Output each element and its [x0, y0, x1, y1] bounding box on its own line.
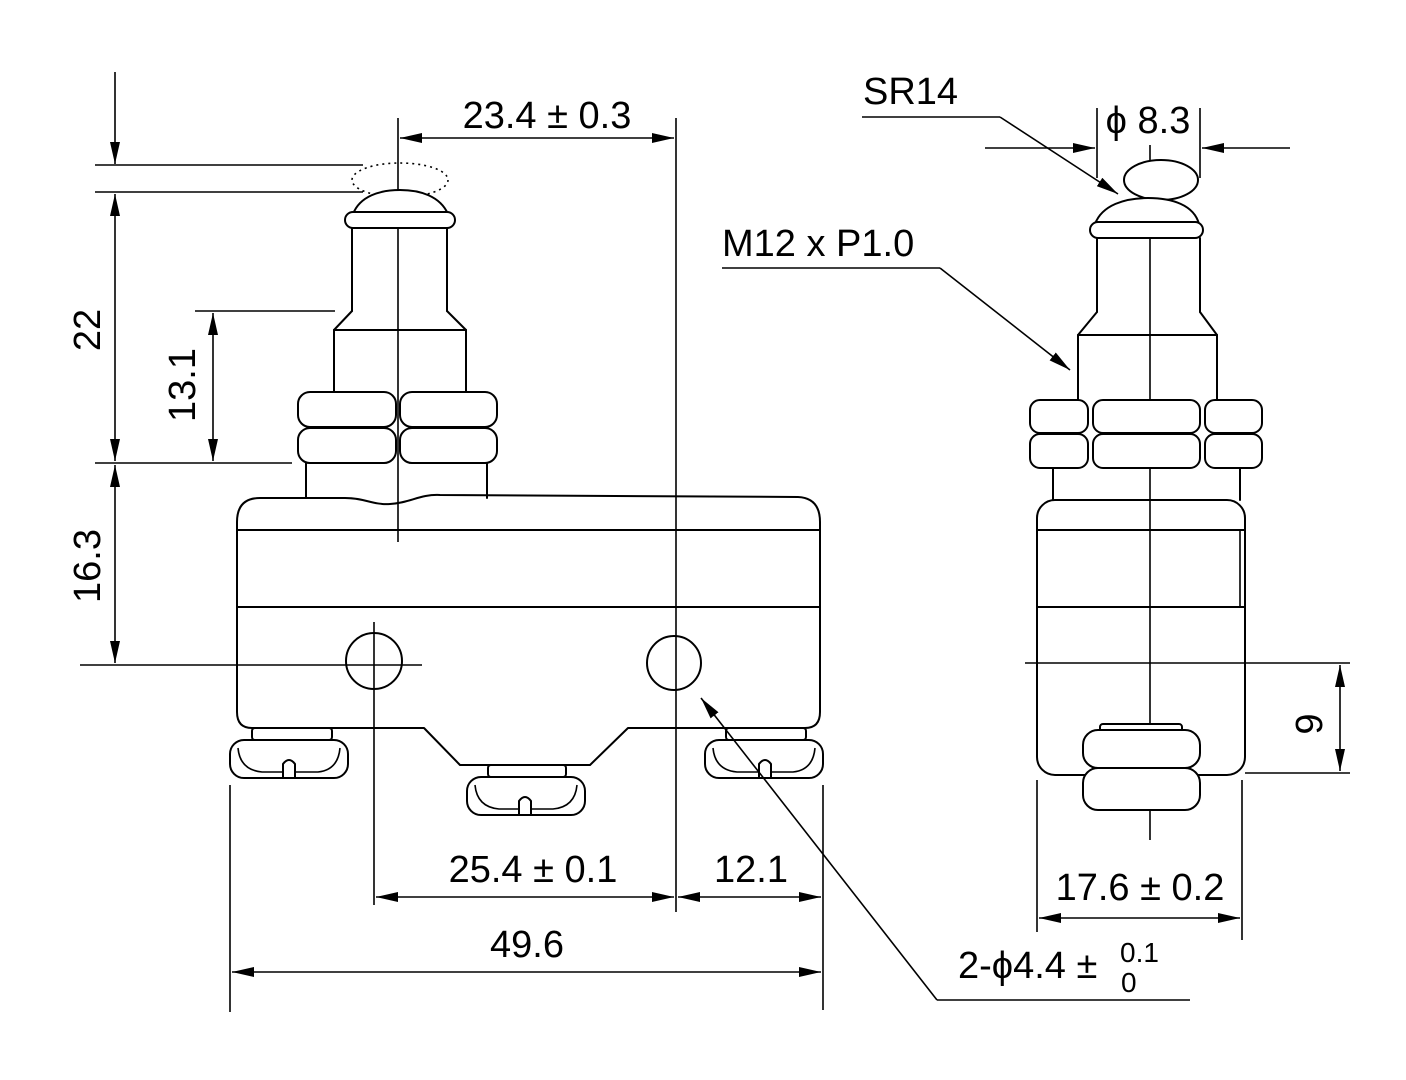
- callout-leader: [939, 267, 1071, 371]
- nut: [399, 391, 498, 428]
- plunger-travel-outline: [351, 162, 449, 198]
- plunger-sphere-outline: [1123, 159, 1199, 201]
- plunger-offset-dimension: 23.4 ± 0.3: [400, 95, 674, 143]
- housing-outline: [236, 493, 821, 766]
- screw-washer-curve: [237, 747, 341, 773]
- width-dimensions: 25.4 ± 0.1 12.1 49.6: [229, 785, 824, 1012]
- dim-text-9: 9: [1289, 713, 1331, 734]
- nut: [1029, 433, 1089, 469]
- front-view: 22 13.1 16.3 23.4 ± 0.3 25.4 ± 0.1 12.1 …: [67, 72, 1190, 1012]
- callout-tolerance-upper: 0.1: [1120, 937, 1159, 968]
- callout-text: SR14: [863, 71, 958, 113]
- plunger: [333, 189, 467, 394]
- hex-nuts-side: [1029, 399, 1263, 501]
- nut: [1092, 433, 1201, 469]
- radius-callout: SR14: [862, 71, 1119, 195]
- plunger-side: [1077, 159, 1218, 401]
- screw-plate: [725, 727, 807, 741]
- dim-text-22: 22: [67, 309, 109, 351]
- screw-head: [1082, 767, 1201, 811]
- dim-text-25-4: 25.4 ± 0.1: [449, 849, 618, 891]
- terminal-screw-middle: [466, 764, 586, 816]
- nut: [1204, 399, 1263, 434]
- screw-plate: [487, 764, 567, 778]
- screw-slot: [282, 759, 296, 779]
- callout-leader: [700, 697, 938, 1001]
- mounting-hole-right: [646, 635, 702, 691]
- taper-left: [333, 310, 353, 331]
- callout-leader: [999, 116, 1119, 195]
- dim-text-12-1: 12.1: [714, 849, 788, 891]
- plunger-rim: [344, 211, 456, 229]
- screw-washer-curve: [474, 784, 578, 810]
- screw-head: [1082, 729, 1201, 769]
- nut: [297, 391, 397, 428]
- dim-text-8-3: ϕ 8.3: [1106, 100, 1191, 142]
- screw-slot: [518, 796, 532, 816]
- screw-head: [704, 739, 824, 779]
- screw-slot: [758, 759, 772, 779]
- terminal-screw-left: [229, 727, 349, 779]
- nut: [297, 427, 397, 464]
- callout-tolerance-lower: 0: [1121, 967, 1137, 998]
- plunger-diameter-dimension: ϕ 8.3: [985, 100, 1290, 178]
- side-hole-dimension: 9: [1025, 662, 1350, 774]
- dim-text-23-4: 23.4 ± 0.3: [463, 95, 632, 137]
- plunger-dome: [352, 189, 449, 215]
- nut: [1204, 433, 1263, 469]
- thread-callout: M12 x P1.0: [722, 223, 1071, 371]
- nut: [1092, 399, 1201, 434]
- nut: [1029, 399, 1089, 434]
- terminal-screw-side: [1082, 723, 1201, 811]
- mounting-hole-left: [345, 632, 403, 690]
- hex-nuts: [297, 391, 498, 499]
- plunger-dome: [1094, 197, 1200, 225]
- callout-text: 2-ϕ4.4 ±: [958, 945, 1097, 987]
- terminal-screw-right: [704, 727, 824, 779]
- hole-callout: 2-ϕ4.4 ± 0.1 0: [700, 697, 1190, 1001]
- screw-plate: [251, 727, 333, 741]
- side-width-dimension: 17.6 ± 0.2: [1036, 780, 1243, 940]
- dim-text-13-1: 13.1: [162, 348, 204, 422]
- screw-washer-curve: [712, 747, 816, 773]
- switch-housing: [236, 493, 821, 766]
- taper-right: [1199, 311, 1218, 336]
- height-dimensions: 22 13.1 16.3: [67, 72, 363, 663]
- side-view: ϕ 8.3 SR14 M12 x P1.0: [722, 71, 1350, 940]
- plunger-rim: [1089, 221, 1204, 239]
- taper-right: [446, 310, 467, 331]
- nut: [399, 427, 498, 464]
- dim-text-49-6: 49.6: [490, 924, 564, 966]
- screw-head: [466, 776, 586, 816]
- dim-text-17-6: 17.6 ± 0.2: [1056, 867, 1225, 909]
- taper-left: [1077, 311, 1098, 336]
- dim-text-16-3: 16.3: [67, 529, 109, 603]
- callout-text: M12 x P1.0: [722, 223, 914, 265]
